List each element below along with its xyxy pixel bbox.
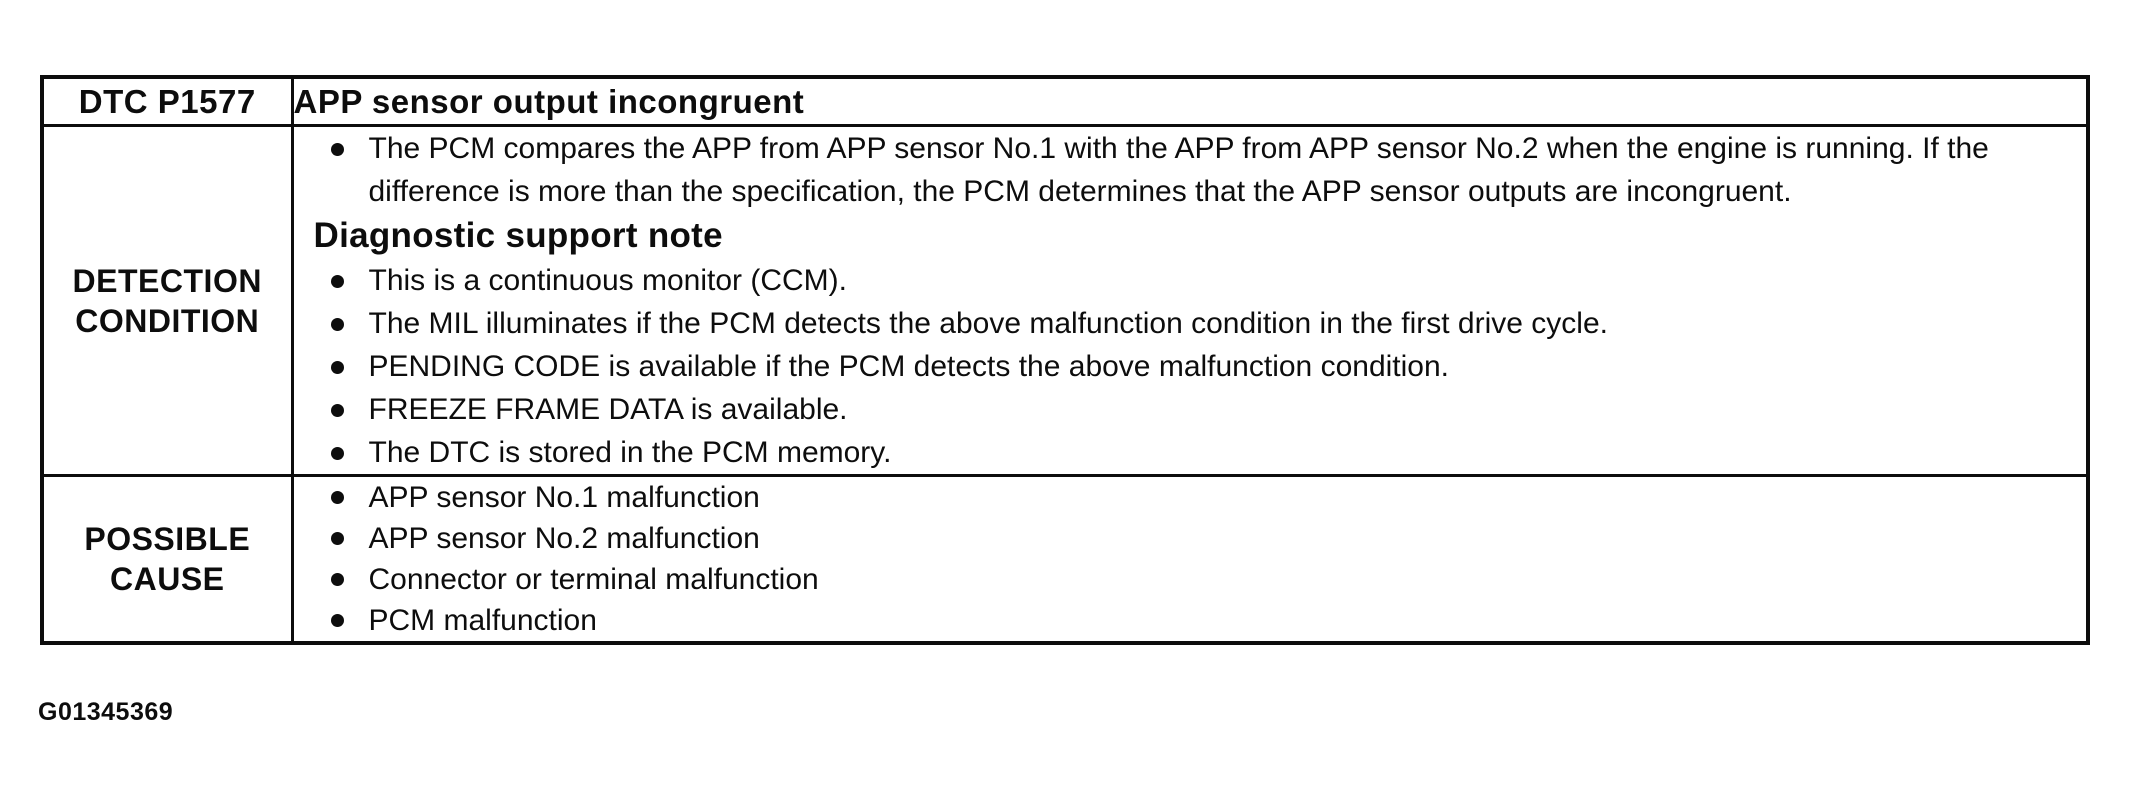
list-item: The DTC is stored in the PCM memory. xyxy=(294,431,2087,474)
detection-condition-content: The PCM compares the APP from APP sensor… xyxy=(290,124,2090,477)
dtc-table: DTC P1577 APP sensor output incongruent … xyxy=(40,75,2090,645)
possible-cause-label: POSSIBLE CAUSE xyxy=(40,474,294,645)
list-item: FREEZE FRAME DATA is available. xyxy=(294,388,2087,431)
diagnostic-support-note-heading: Diagnostic support note xyxy=(313,216,723,255)
list-item: APP sensor No.2 malfunction xyxy=(294,518,2087,559)
possible-cause-content: APP sensor No.1 malfunction APP sensor N… xyxy=(290,474,2090,645)
list-item: PCM malfunction xyxy=(294,600,2087,641)
table-row-header: DTC P1577 APP sensor output incongruent xyxy=(40,75,2090,127)
diagnostic-support-bullet-list: This is a continuous monitor (CCM). The … xyxy=(294,259,2087,474)
list-item: PENDING CODE is available if the PCM det… xyxy=(294,345,2087,388)
list-item: APP sensor No.1 malfunction xyxy=(294,477,2087,518)
list-item: The PCM compares the APP from APP sensor… xyxy=(294,127,2087,213)
detection-main-bullet-list: The PCM compares the APP from APP sensor… xyxy=(294,127,2087,213)
figure-id-label: G01345369 xyxy=(38,698,174,726)
possible-cause-bullet-list: APP sensor No.1 malfunction APP sensor N… xyxy=(294,477,2087,641)
list-item: Connector or terminal malfunction xyxy=(294,559,2087,600)
dtc-code-cell: DTC P1577 xyxy=(40,75,294,127)
dtc-title-cell: APP sensor output incongruent xyxy=(290,75,2090,127)
table-row-detection-condition: DETECTION CONDITION The PCM compares the… xyxy=(40,124,2090,477)
list-item: The MIL illuminates if the PCM detects t… xyxy=(294,302,2087,345)
list-item: This is a continuous monitor (CCM). xyxy=(294,259,2087,302)
detection-condition-label: DETECTION CONDITION xyxy=(40,124,294,477)
table-row-possible-cause: POSSIBLE CAUSE APP sensor No.1 malfuncti… xyxy=(40,474,2090,645)
